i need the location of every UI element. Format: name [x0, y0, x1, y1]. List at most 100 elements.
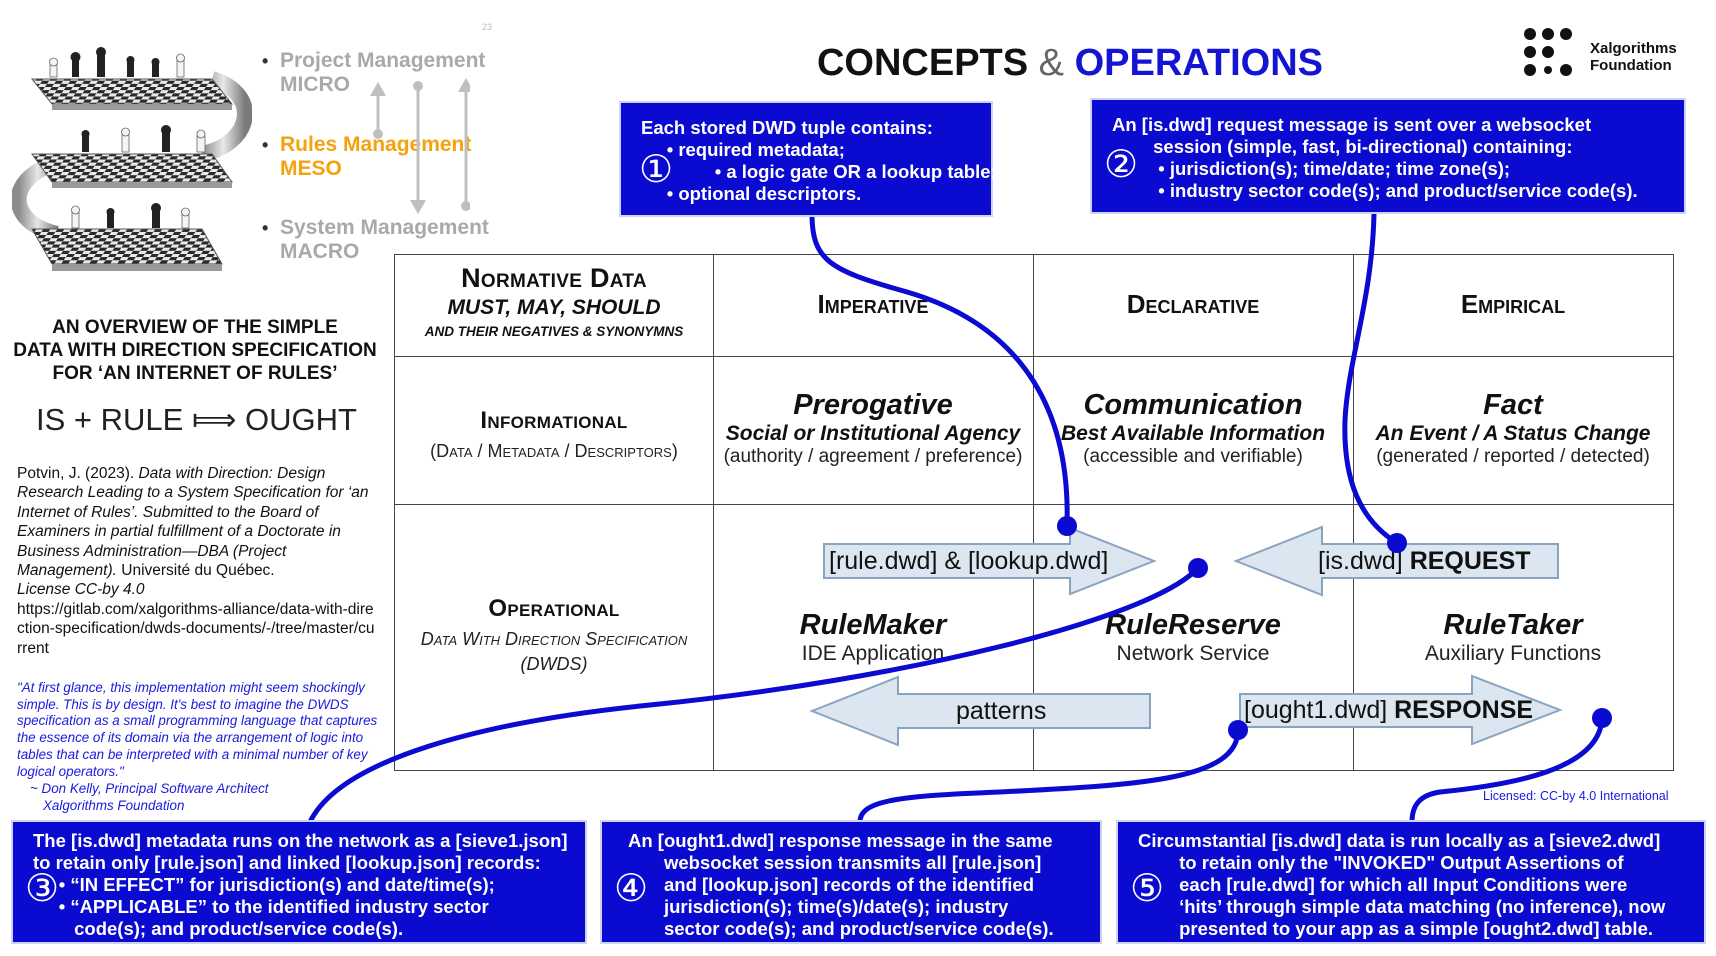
concepts-grid: Normative Data MUST, MAY, SHOULD AND THE… — [394, 254, 1674, 771]
box-5-line-4: ‘hits’ through simple data matching (no … — [1138, 896, 1666, 917]
box-2-number: ② — [1104, 144, 1139, 186]
info-box-4: ④ An [ought1.dwd] response message in th… — [600, 820, 1102, 944]
level-meso-line1: Rules Management — [280, 133, 472, 156]
box-1-number: ① — [639, 149, 674, 191]
operational-title: Operational — [488, 595, 620, 622]
operational-sub: Data With Direction Specification — [420, 629, 688, 649]
box-3-line-1: The [is.dwd] metadata runs on the networ… — [33, 830, 568, 851]
rulemaker-sub: IDE Application — [801, 642, 945, 665]
box-4-line-2: websocket session transmits all [rule.js… — [628, 852, 1042, 873]
informational-cell: Informational (Data / Metadata / Descrip… — [395, 407, 713, 462]
level-micro-line1: Project Management — [280, 49, 486, 72]
request-label-b: REQUEST — [1409, 547, 1531, 575]
prerogative-detail: (authority / agreement / preference) — [723, 446, 1023, 467]
header-imperative: Imperative — [817, 289, 929, 319]
communication-sub: Best Available Information — [1060, 422, 1326, 445]
level-micro-line2: MICRO — [280, 73, 350, 96]
normative-data-tiny: AND THEIR NEGATIVES & SYNONYMNS — [424, 324, 684, 339]
box-5-line-2: to retain only the "INVOKED" Output Asse… — [1138, 852, 1624, 873]
prerogative-cell: Prerogative Social or Institutional Agen… — [713, 389, 1033, 468]
normative-data-sub: MUST, MAY, SHOULD — [447, 296, 661, 319]
box-3-line-5: code(s); and product/service code(s). — [33, 918, 404, 939]
request-label-a: [is.dwd] — [1318, 547, 1410, 575]
citation: Potvin, J. (2023). Data with Direction: … — [17, 464, 377, 658]
box-1-line-3: • a logic gate OR a lookup table; — [689, 161, 997, 182]
info-box-3: ③ The [is.dwd] metadata runs on the netw… — [11, 820, 587, 944]
header-empirical: Empirical — [1460, 289, 1566, 319]
quote-organization: Xalgorithms Foundation — [43, 798, 185, 813]
box-5-line-1: Circumstantial [is.dwd] data is run loca… — [1138, 830, 1661, 851]
prerogative-sub: Social or Institutional Agency — [725, 422, 1021, 445]
rulereserve-title: RuleReserve — [1105, 609, 1281, 641]
patterns-label: patterns — [956, 697, 1047, 725]
box-1-line-1: Each stored DWD tuple contains: — [641, 117, 933, 138]
level-macro-line1: System Management — [280, 216, 489, 239]
response-label-a: [ought1.dwd] — [1244, 696, 1395, 724]
overview-heading: AN OVERVIEW OF THE SIMPLE DATA WITH DIRE… — [10, 316, 380, 385]
informational-title: Informational — [480, 407, 628, 434]
fact-detail: (generated / reported / detected) — [1376, 446, 1650, 467]
license-note: Licensed: CC-by 4.0 International — [1483, 789, 1669, 803]
level-meso-line2: MESO — [280, 157, 342, 180]
normative-data-cell: Normative Data MUST, MAY, SHOULD AND THE… — [395, 263, 713, 339]
citation-author: Potvin, J. (2023). — [17, 465, 139, 482]
operational-cell: Operational Data With Direction Specific… — [395, 595, 713, 675]
box-4-number: ④ — [614, 868, 649, 910]
communication-detail: (accessible and verifiable) — [1083, 446, 1303, 467]
overview-line1: AN OVERVIEW OF THE SIMPLE — [52, 317, 338, 338]
info-box-2: ② An [is.dwd] request message is sent ov… — [1090, 98, 1686, 214]
box-1-line-2: • required metadata; — [641, 139, 845, 160]
communication-title: Communication — [1083, 389, 1303, 421]
box-3-line-3: • “IN EFFECT” for jurisdiction(s) and da… — [33, 874, 495, 895]
box-5-number: ⑤ — [1130, 868, 1165, 910]
box-2-line-1: An [is.dwd] request message is sent over… — [1112, 114, 1592, 135]
response-label-b: RESPONSE — [1394, 696, 1534, 724]
ruletaker-cell: RuleTaker Auxiliary Functions — [1353, 609, 1673, 666]
quote-text: "At first glance, this implementation mi… — [17, 680, 378, 779]
box-5-line-5: presented to your app as a simple [ought… — [1138, 918, 1653, 939]
box-4-line-1: An [ought1.dwd] response message in the … — [628, 830, 1053, 851]
rulereserve-cell: RuleReserve Network Service — [1033, 609, 1353, 666]
rulereserve-sub: Network Service — [1116, 642, 1270, 665]
fact-sub: An Event / A Status Change — [1375, 422, 1651, 445]
box-2-line-4: • industry sector code(s); and product/s… — [1112, 180, 1638, 201]
ruletaker-title: RuleTaker — [1443, 609, 1583, 641]
box-2-line-2: session (simple, fast, bi-directional) c… — [1112, 136, 1573, 157]
prerogative-title: Prerogative — [793, 389, 953, 421]
title-ampersand: & — [1038, 42, 1065, 84]
communication-cell: Communication Best Available Information… — [1033, 389, 1353, 468]
citation-url[interactable]: https://gitlab.com/xalgorithms-alliance/… — [17, 600, 375, 657]
title-concepts: CONCEPTS — [816, 42, 1029, 84]
level-macro-line2: MACRO — [280, 240, 360, 263]
header-declarative: Declarative — [1126, 289, 1260, 319]
overview-line3: FOR ‘AN INTERNET OF RULES’ — [52, 363, 338, 384]
box-4-line-4: jurisdiction(s); time(s)/date(s); indust… — [628, 896, 1009, 917]
page-number: 23 — [482, 22, 493, 32]
box-3-line-4: • “APPLICABLE” to the identified industr… — [33, 896, 489, 917]
response-label: [ought1.dwd] RESPONSE — [1244, 696, 1533, 725]
normative-data-title: Normative Data — [461, 263, 647, 293]
citation-license: License CC-by 4.0 — [17, 581, 145, 599]
info-box-5: ⑤ Circumstantial [is.dwd] data is run lo… — [1116, 820, 1706, 944]
page-title: CONCEPTS & OPERATIONS — [0, 42, 1716, 85]
rulemaker-title: RuleMaker — [799, 609, 947, 641]
xalgorithms-logo: Xalgorithms Foundation — [1522, 26, 1702, 78]
box-4-line-3: and [lookup.json] records of the identif… — [628, 874, 1034, 895]
quote-attribution: ~ Don Kelly, Principal Software Architec… — [30, 781, 269, 796]
formula: IS + RULE ⟾ OUGHT — [36, 402, 357, 437]
title-operations: OPERATIONS — [1074, 42, 1324, 84]
logo-name-line2: Foundation — [1590, 57, 1672, 74]
citation-title: Data with Direction: Design Research Lea… — [17, 465, 369, 580]
box-3-line-2: to retain only [rule.json] and linked [l… — [33, 852, 541, 873]
logo-name-line1: Xalgorithms — [1590, 40, 1677, 57]
info-box-1: ① Each stored DWD tuple contains: • requ… — [619, 101, 997, 217]
fact-title: Fact — [1483, 389, 1543, 421]
informational-sub: (Data / Metadata / Descriptors) — [430, 441, 678, 461]
level-arrows — [370, 78, 470, 214]
box-5-line-3: each [rule.dwd] for which all Input Cond… — [1138, 874, 1628, 895]
request-label: [is.dwd] REQUEST — [1318, 547, 1531, 576]
fact-cell: Fact An Event / A Status Change (generat… — [1353, 389, 1673, 468]
rulemaker-cell: RuleMaker IDE Application — [713, 609, 1033, 666]
operational-detail: (DWDS) — [520, 654, 588, 674]
rule-lookup-label: [rule.dwd] & [lookup.dwd] — [829, 547, 1109, 575]
